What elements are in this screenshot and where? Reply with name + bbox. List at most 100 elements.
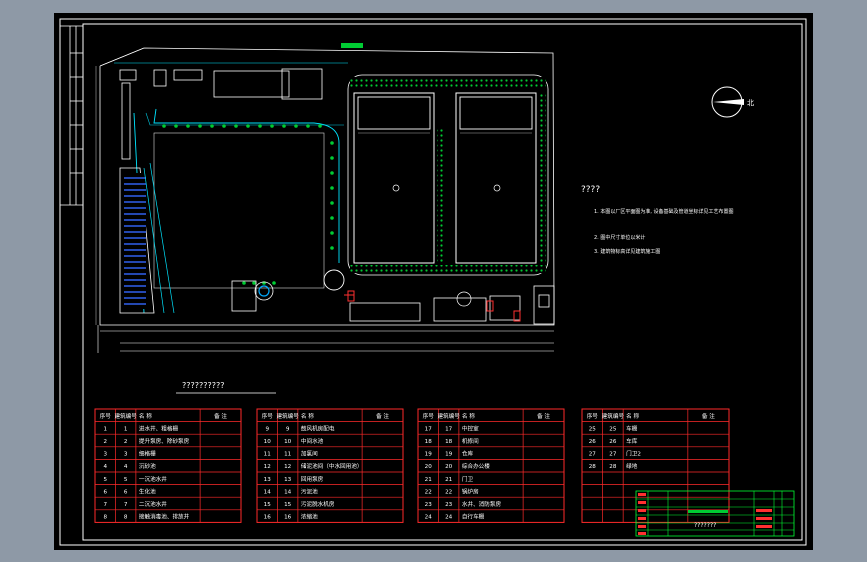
table-cell: 3 bbox=[124, 452, 128, 458]
open-area bbox=[153, 132, 325, 289]
table-cell: 中控室 bbox=[462, 424, 479, 432]
table-cell: 5 bbox=[103, 477, 107, 483]
table-header-cell: 建筑编号 bbox=[602, 412, 625, 420]
table-header-cell: 备 注 bbox=[214, 412, 227, 420]
table-cell: 10 bbox=[284, 439, 292, 445]
table-cell: 2 bbox=[103, 439, 107, 445]
table-cell: 进水井、粗格栅 bbox=[139, 424, 179, 432]
title-block-name: ??????? bbox=[694, 522, 716, 529]
table-cell: 18 bbox=[445, 439, 453, 445]
table-cell: 12 bbox=[284, 464, 291, 470]
table-header-cell: 建筑编号 bbox=[437, 412, 460, 420]
table-frame bbox=[581, 408, 730, 523]
outer-frame bbox=[59, 18, 807, 546]
table-cell: 污泥池 bbox=[301, 487, 318, 495]
table-header-cell: 序号 bbox=[587, 412, 599, 420]
table-cell: 鼓风机房配电 bbox=[301, 424, 335, 432]
bottom-road bbox=[97, 325, 554, 353]
table-cell: 回用泵房 bbox=[301, 475, 324, 483]
table-cell: 27 bbox=[589, 452, 597, 458]
table-cell: 一沉池水井 bbox=[139, 475, 167, 483]
drawing-area: 北 ???? 1. 本图以厂区平面图为准, 设备基础及管道坐标详见工艺布置图 2… bbox=[54, 13, 813, 550]
table-cell: 14 bbox=[264, 489, 272, 495]
table-header-cell: 建筑编号 bbox=[114, 412, 137, 420]
table-cell: 锅炉房 bbox=[462, 487, 479, 495]
bottom-buildings bbox=[231, 280, 555, 325]
table-cell: 23 bbox=[445, 502, 453, 508]
tree-rows bbox=[162, 124, 334, 285]
blue-tank bbox=[119, 162, 175, 314]
table-header-cell: 建筑编号 bbox=[276, 412, 299, 420]
table-cell: 9 bbox=[286, 426, 290, 432]
table-cell: 16 bbox=[264, 515, 272, 521]
table-cell: 1 bbox=[103, 426, 107, 432]
table-cell: 沉砂池 bbox=[139, 462, 156, 470]
table-cell: 二沉池水井 bbox=[139, 500, 167, 508]
table-cell: 13 bbox=[284, 477, 292, 483]
table-cell: 26 bbox=[609, 439, 617, 445]
table-cell: 综合办公楼 bbox=[462, 462, 490, 470]
table-header-cell: 名 称 bbox=[139, 412, 152, 420]
table-cell: 24 bbox=[445, 515, 453, 521]
table-cell: 仓库 bbox=[462, 450, 474, 458]
table-cell: 21 bbox=[445, 477, 453, 483]
table-cell: 提升泵房、除砂泵房 bbox=[139, 437, 190, 445]
table-cell: 6 bbox=[124, 489, 128, 495]
internal-road bbox=[133, 108, 340, 314]
roundabout bbox=[323, 269, 345, 291]
site-plan bbox=[95, 43, 555, 353]
table-cell: 17 bbox=[425, 426, 433, 432]
table-header-cell: 序号 bbox=[423, 412, 435, 420]
table-cell: 接触消毒池、排放井 bbox=[139, 513, 190, 521]
table-frame bbox=[256, 408, 404, 523]
table-cell: 12 bbox=[264, 464, 271, 470]
table-cell: 21 bbox=[425, 477, 433, 483]
table-cell: 8 bbox=[124, 515, 128, 521]
table-cell: 15 bbox=[264, 502, 272, 508]
table-cell: 9 bbox=[265, 426, 269, 432]
table-cell: 25 bbox=[589, 426, 597, 432]
table-cell: 19 bbox=[425, 452, 433, 458]
table-cell: 16 bbox=[284, 515, 292, 521]
table-cell: 6 bbox=[103, 489, 107, 495]
table-header-cell: 序号 bbox=[100, 412, 112, 420]
table-cell: 车棚 bbox=[626, 424, 638, 432]
table-header-cell: 名 称 bbox=[626, 412, 639, 420]
table-cell: 22 bbox=[425, 489, 432, 495]
table-cell: 门卫2 bbox=[626, 450, 641, 458]
table-cell: 14 bbox=[284, 489, 292, 495]
table-header-cell: 备 注 bbox=[376, 412, 389, 420]
inner-frame bbox=[82, 23, 803, 541]
table-cell: 3 bbox=[103, 452, 107, 458]
left-margin-strip bbox=[60, 25, 83, 206]
note-2: 2. 图中尺寸单位以米计 bbox=[594, 234, 645, 241]
compass-label: 北 bbox=[747, 99, 754, 107]
basins bbox=[347, 74, 549, 276]
table-cell: 23 bbox=[425, 502, 433, 508]
table-cell: 25 bbox=[609, 426, 617, 432]
table-cell: 13 bbox=[264, 477, 272, 483]
table-cell: 浓缩池 bbox=[301, 513, 318, 521]
table-cell: 4 bbox=[103, 464, 107, 470]
table-cell: 1 bbox=[124, 426, 128, 432]
table-cell: 27 bbox=[609, 452, 617, 458]
table-cell: 污泥脱水机房 bbox=[301, 500, 335, 508]
table-cell: 机修间 bbox=[462, 437, 479, 445]
table-cell: 17 bbox=[445, 426, 453, 432]
table-cell: 水井、消防泵房 bbox=[462, 500, 502, 508]
note-3: 3. 建筑物标高详见建筑施工图 bbox=[594, 248, 660, 255]
table-cell: 储泥池间（中水回用池） bbox=[301, 462, 363, 470]
table-cell: 绿地 bbox=[626, 462, 638, 470]
table-header-cell: 名 称 bbox=[462, 412, 475, 420]
table-cell: 7 bbox=[103, 502, 107, 508]
table-cell: 生化池 bbox=[139, 487, 156, 495]
table-cell: 19 bbox=[445, 452, 453, 458]
table-frame bbox=[94, 408, 242, 523]
red-markers bbox=[344, 290, 521, 322]
table-cell: 10 bbox=[264, 439, 272, 445]
note-1: 1. 本图以厂区平面图为准, 设备基础及管道坐标详见工艺布置图 bbox=[594, 208, 734, 215]
